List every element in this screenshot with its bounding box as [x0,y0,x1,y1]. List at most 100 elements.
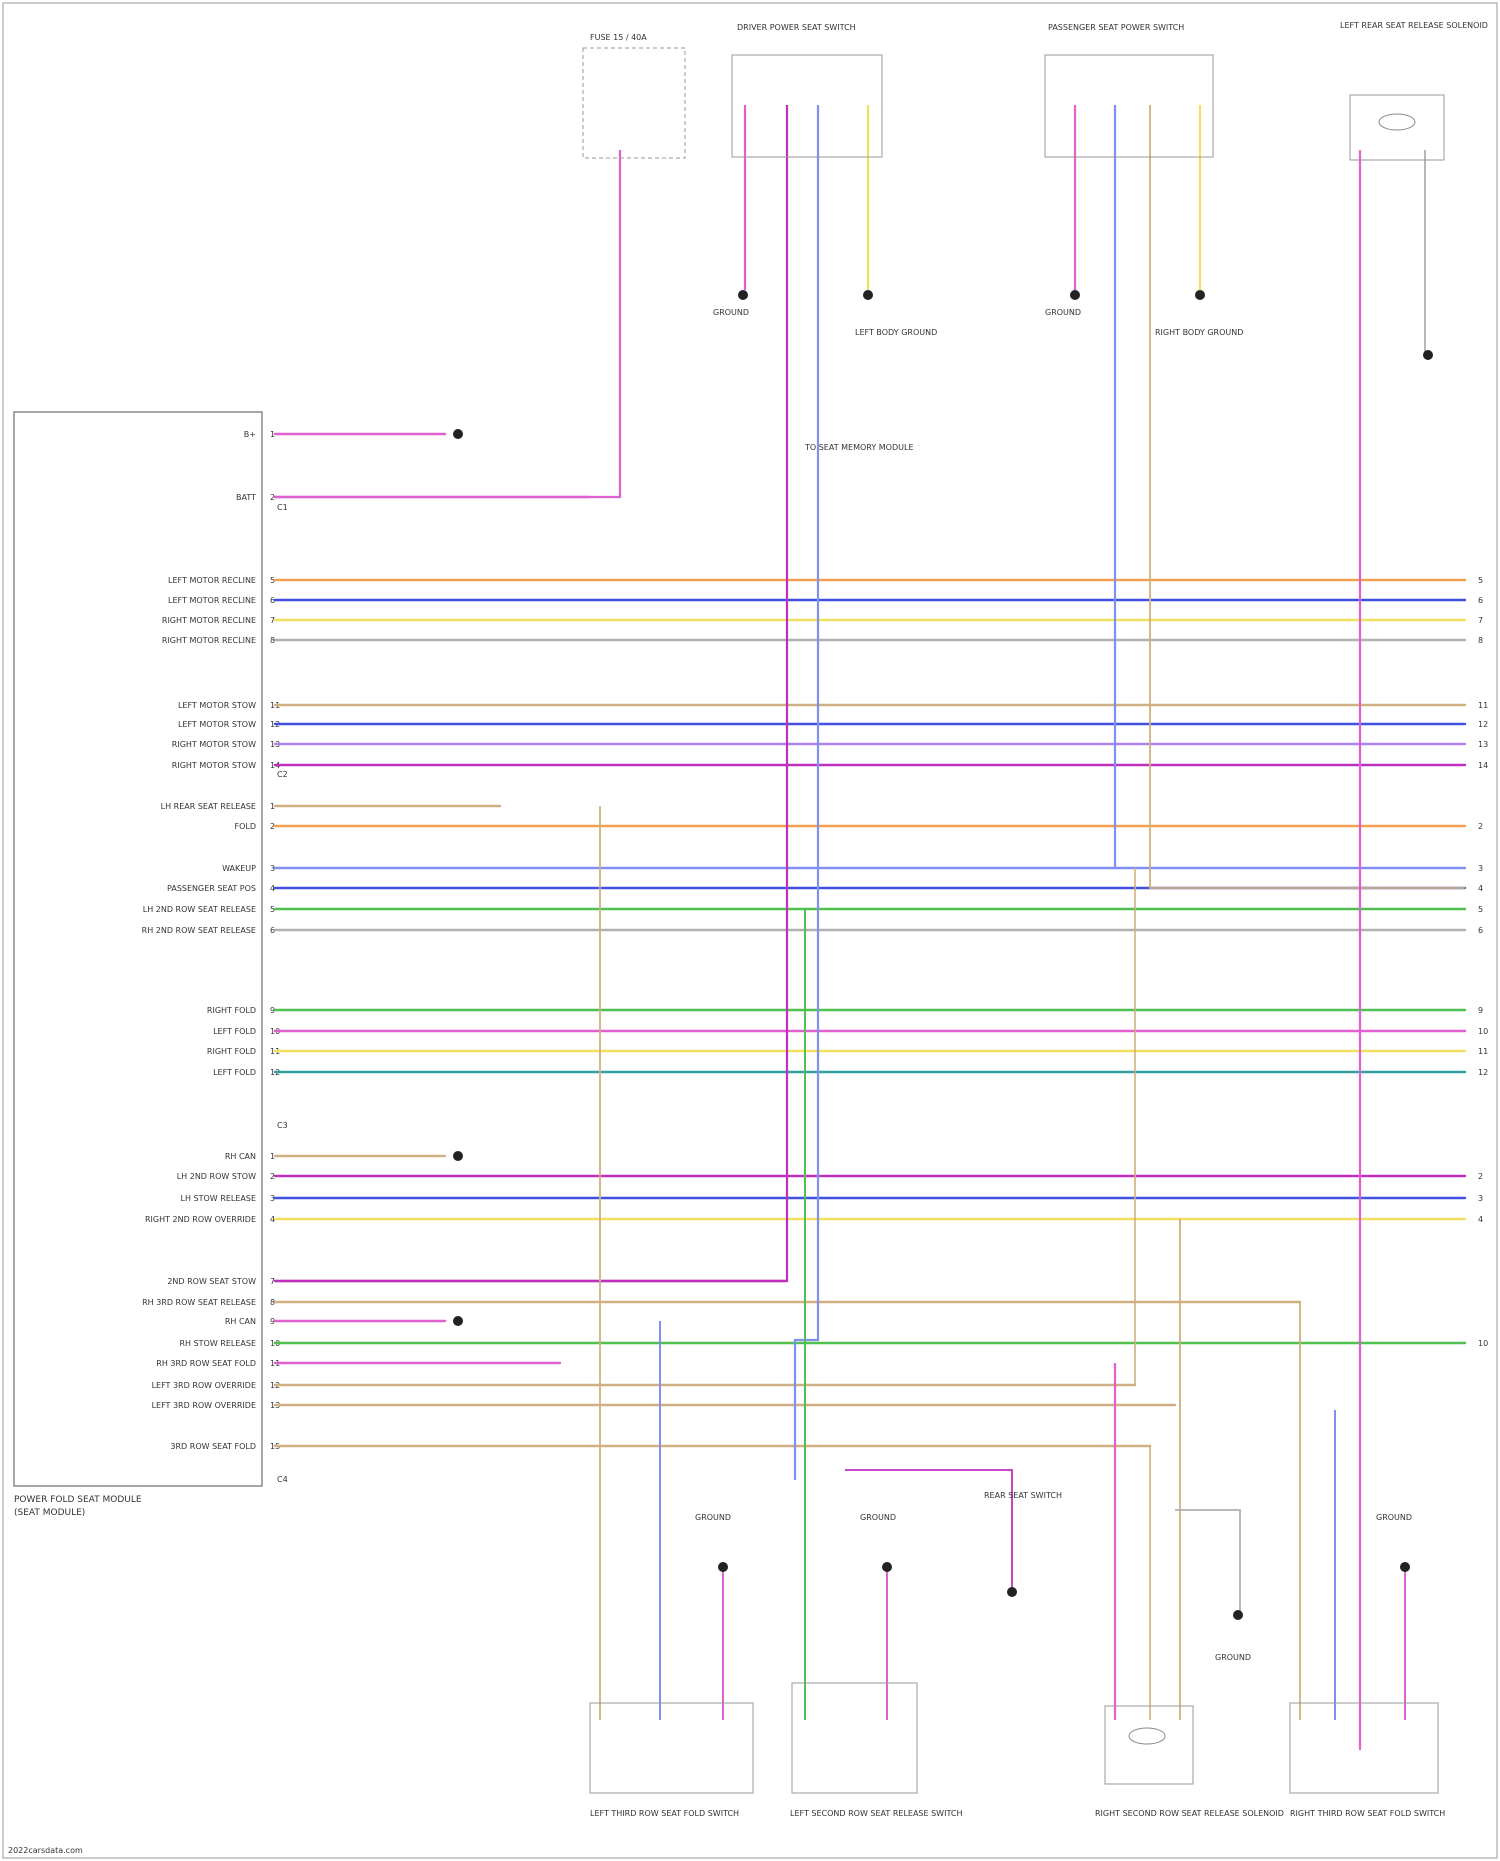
pin-label: RH CAN [225,1317,256,1326]
pin-label: RIGHT MOTOR RECLINE [162,636,256,645]
wire-segment [1150,105,1465,888]
pin-number: 4 [1478,1215,1483,1224]
connector-c1: C1 [277,503,288,512]
connector-c3: C3 [277,1121,288,1130]
pin-label: LH 2ND ROW STOW [177,1172,256,1181]
pin-label: LH 2ND ROW SEAT RELEASE [143,905,256,914]
pin-number: 8 [1478,636,1483,645]
ground-symbol [738,290,748,300]
pin-label: 2ND ROW SEAT STOW [167,1277,256,1286]
left-third-row-fold-switch [590,1703,753,1793]
connector-c2: C2 [277,770,288,779]
pin-number: 2 [1478,822,1483,831]
note-right-body-ground: RIGHT BODY GROUND [1155,328,1243,337]
ground-label: GROUND [1376,1513,1412,1522]
solenoid-coil-icon [1379,114,1415,130]
pin-number: 10 [1478,1027,1488,1036]
left-solenoid-title: LEFT REAR SEAT RELEASE SOLENOID [1340,21,1488,30]
pin-label: LEFT MOTOR RECLINE [168,576,256,585]
pin-label: 3RD ROW SEAT FOLD [170,1442,256,1451]
pin-number: 12 [1478,720,1488,729]
pin-label: LH STOW RELEASE [181,1194,256,1203]
ground-symbol [1423,350,1433,360]
pin-number: 12 [1478,1068,1488,1077]
pin-label: FOLD [234,822,256,831]
pin-number: 9 [1478,1006,1483,1015]
left-second-row-release-switch [792,1683,917,1793]
note-left-body-ground: LEFT BODY GROUND [855,328,937,337]
passenger-seat-power-switch [1045,55,1213,157]
pin-number: 7 [1478,616,1483,625]
ground-labels: GROUND GROUND GROUND GROUND GROUND GROUN… [695,308,1412,1662]
pin-number: 10 [1478,1339,1488,1348]
pin-label: LH REAR SEAT RELEASE [161,802,256,811]
pin-label: RH 2ND ROW SEAT RELEASE [142,926,256,935]
pin-label: PASSENGER SEAT POS [167,884,256,893]
ground-label: GROUND [695,1513,731,1522]
pin-label: RIGHT 2ND ROW OVERRIDE [145,1215,256,1224]
pin-label: RH CAN [225,1152,256,1161]
pin-label: LEFT 3RD ROW OVERRIDE [152,1401,256,1410]
pin-label: LEFT FOLD [213,1068,256,1077]
ground-symbol [882,1562,892,1572]
ground-label: GROUND [860,1513,896,1522]
left-second-row-title: LEFT SECOND ROW SEAT RELEASE SWITCH [790,1809,962,1818]
pin-label: RH 3RD ROW SEAT RELEASE [142,1298,256,1307]
wire-segment [275,105,787,1281]
pin-number: 3 [1478,1194,1483,1203]
wire-segment [275,150,620,497]
pin-label: RIGHT FOLD [207,1006,256,1015]
left-third-row-title: LEFT THIRD ROW SEAT FOLD SWITCH [590,1809,739,1818]
ground-symbol [1233,1610,1243,1620]
ground-symbol [863,290,873,300]
wire-segment [845,1470,1012,1592]
pin-label: RIGHT MOTOR RECLINE [162,616,256,625]
pin-number: 11 [1478,701,1488,710]
pin-label: WAKEUP [222,864,256,873]
ground-label: GROUND [713,308,749,317]
pin-number: 6 [1478,926,1483,935]
ground-symbol [1195,290,1205,300]
pin-label: RIGHT MOTOR STOW [172,761,256,770]
connector-c4: C4 [277,1475,288,1484]
pin-label: LEFT MOTOR STOW [178,720,256,729]
main-module-caption-2: (SEAT MODULE) [14,1508,85,1518]
fuse-box [583,48,685,158]
pin-label: RH STOW RELEASE [179,1339,256,1348]
pin-label: LEFT FOLD [213,1027,256,1036]
pin-label: RIGHT FOLD [207,1047,256,1056]
ground-symbol [1007,1587,1017,1597]
pin-label: LEFT MOTOR STOW [178,701,256,710]
fuse-box-label: FUSE 15 / 40A [590,33,647,42]
solenoid-coil-icon-2 [1129,1728,1165,1744]
passenger-switch-title: PASSENGER SEAT POWER SWITCH [1048,23,1184,32]
wire-segment [1175,1510,1240,1615]
right-third-row-title: RIGHT THIRD ROW SEAT FOLD SWITCH [1290,1809,1445,1818]
pin-label: RIGHT MOTOR STOW [172,740,256,749]
right-third-row-fold-switch [1290,1703,1438,1793]
ground-symbol [453,1316,463,1326]
note-seat-memory: TO SEAT MEMORY MODULE [804,443,914,452]
pin-number: 3 [1478,864,1483,873]
notes: LEFT BODY GROUND RIGHT BODY GROUND TO SE… [804,328,1243,1500]
footer-watermark: 2022carsdata.com [8,1846,83,1855]
ground-label: GROUND [1215,1653,1251,1662]
pin-label: RH 3RD ROW SEAT FOLD [156,1359,256,1368]
ground-symbol [453,429,463,439]
pin-number: 5 [1478,905,1483,914]
ground-label: GROUND [1045,308,1081,317]
pin-label: LEFT 3RD ROW OVERRIDE [152,1381,256,1390]
driver-power-seat-switch [732,55,882,157]
right-second-row-title: RIGHT SECOND ROW SEAT RELEASE SOLENOID [1095,1809,1284,1818]
ground-symbol [453,1151,463,1161]
pin-number: 14 [1478,761,1488,770]
pin-label: BATT [236,493,256,502]
note-rear-seat-switch: REAR SEAT SWITCH [984,1491,1062,1500]
left-rear-seat-release-solenoid [1350,95,1444,160]
pin-number: 6 [1478,596,1483,605]
ground-symbol [718,1562,728,1572]
ground-symbol [1070,290,1080,300]
main-module-caption-1: POWER FOLD SEAT MODULE [14,1495,142,1505]
